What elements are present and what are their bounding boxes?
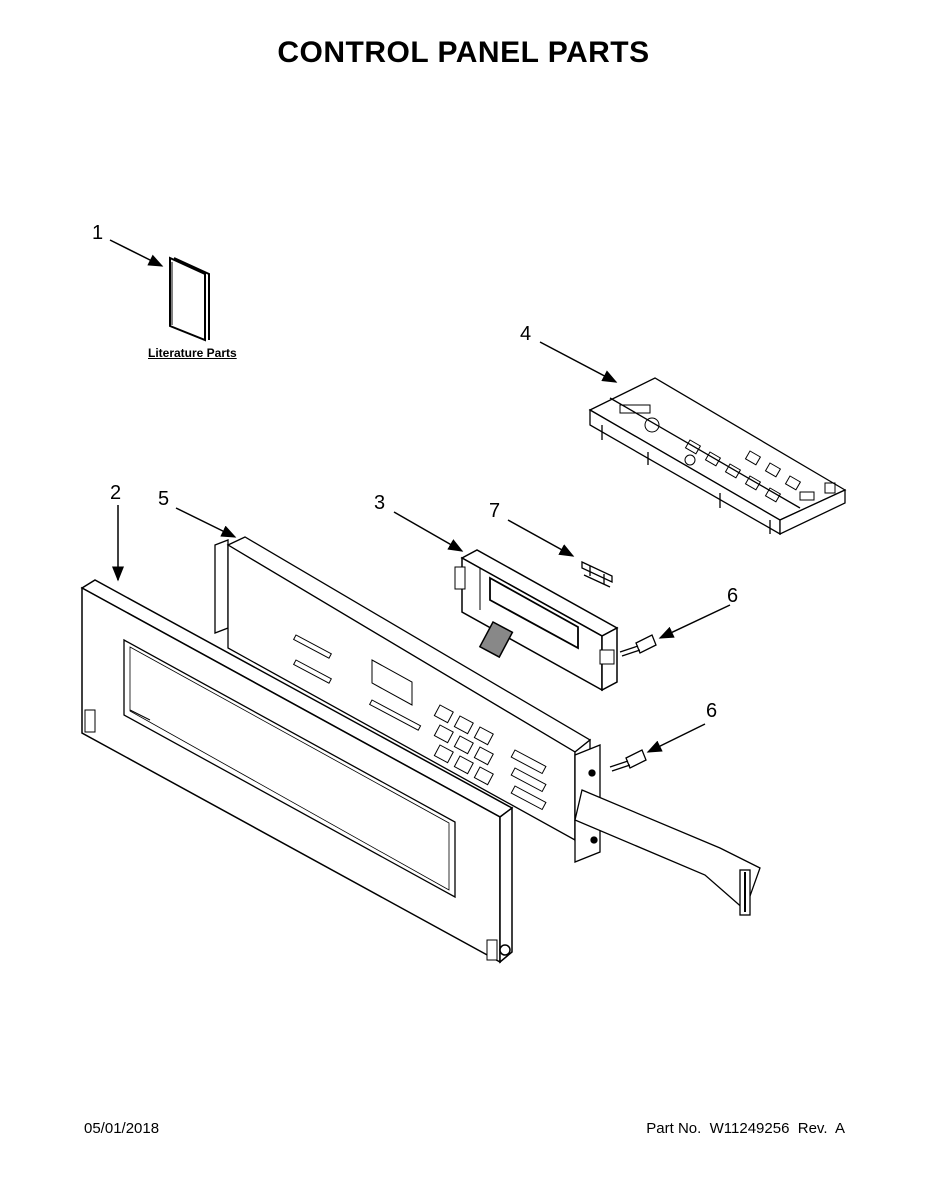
footer-date: 05/01/2018 [84,1120,160,1137]
screw-part-6-lower [609,749,647,772]
ribbon-cable [574,789,761,916]
literature-parts-label: Literature Parts [148,346,237,360]
callout-1: 1 [92,222,104,244]
literature-booklet-part-1 [169,256,210,342]
leader-arrow-5 [175,507,237,538]
callout-7: 7 [489,500,501,522]
control-board-housing-part-4 [588,377,847,536]
callout-5: 5 [158,488,170,510]
leader-arrow-1 [109,239,164,267]
callout-2: 2 [110,482,122,504]
leader-arrow-7 [507,519,575,557]
membrane-panel-part-5 [214,536,601,863]
leader-arrow-6-upper [658,604,731,639]
clip-part-7 [581,560,613,588]
leader-arrow-6-lower [646,723,706,753]
control-panel-trim-part-2 [80,579,514,964]
callout-6-upper: 6 [727,585,739,607]
callout-3: 3 [374,492,386,514]
electronic-control-board-part-3 [454,549,619,692]
leader-arrow-4 [539,341,618,383]
leader-arrow-3 [393,511,464,552]
footer-part-number: Part No. W11249256 Rev. A [646,1120,845,1137]
callout-6-lower: 6 [706,700,718,722]
screw-part-6-upper [619,634,657,657]
page-title: CONTROL PANEL PARTS [277,36,650,69]
callout-4: 4 [520,323,532,345]
